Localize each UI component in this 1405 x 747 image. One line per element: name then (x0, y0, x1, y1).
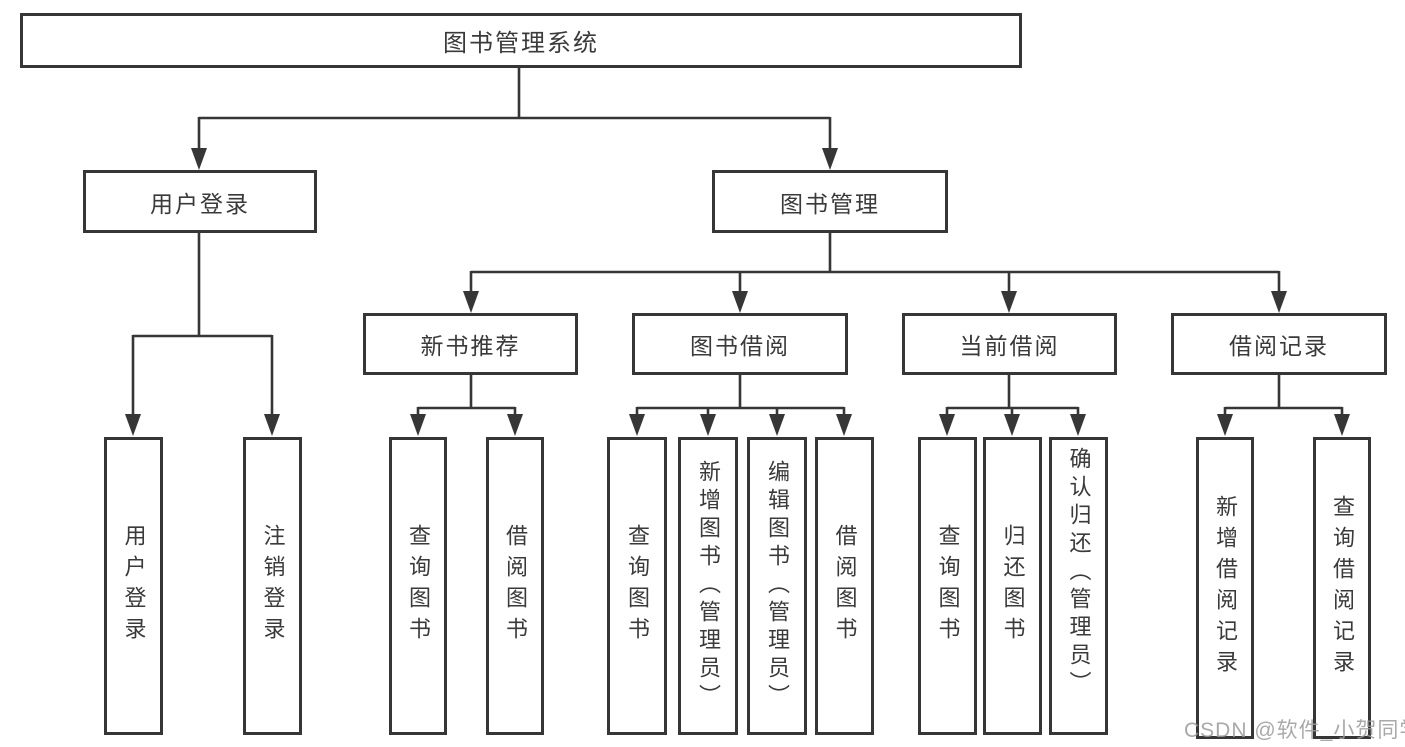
diagram-leaf-confirm-return-admin: 确认归还（管理员） (1049, 437, 1108, 735)
diagram-leaf-query-books-recommend: 查询图书 (389, 437, 447, 735)
diagram-leaf-add-books-admin: 新增图书（管理员） (678, 437, 738, 735)
leaf-label: 查询借阅记录 (1330, 495, 1355, 681)
leaf-label: 确认归还（管理员） (1066, 447, 1092, 699)
leaf-label: 注销登录 (260, 524, 286, 648)
leaf-label: 查询图书 (406, 524, 431, 648)
diagram-leaf-borrow-books: 借阅图书 (815, 437, 874, 735)
diagram-leaf-logout: 注销登录 (243, 437, 302, 735)
leaf-label: 归还图书 (1000, 524, 1026, 648)
diagram-leaf-add-borrow-record: 新增借阅记录 (1196, 437, 1254, 739)
leaf-label: 用户登录 (121, 524, 147, 648)
diagram-leaf-return-books: 归还图书 (983, 437, 1042, 735)
leaf-label: 新增图书（管理员） (696, 460, 721, 712)
diagram-node-current-borrow: 当前借阅 (902, 313, 1117, 375)
leaf-label: 编辑图书（管理员） (765, 460, 790, 712)
diagram-leaf-query-books-borrow: 查询图书 (607, 437, 667, 735)
leaf-label: 新增借阅记录 (1213, 495, 1238, 681)
csdn-watermark: CSDN @软件_小贺同学 (1184, 719, 1405, 742)
leaf-label: 借阅图书 (503, 524, 528, 648)
leaf-label: 查询图书 (625, 524, 650, 648)
diagram-node-book-management: 图书管理 (712, 170, 948, 233)
diagram-leaf-edit-books-admin: 编辑图书（管理员） (747, 437, 807, 735)
diagram-node-user-login: 用户登录 (83, 170, 317, 233)
diagram-leaf-borrow-books-recommend: 借阅图书 (486, 437, 544, 735)
diagram-node-root: 图书管理系统 (20, 13, 1022, 68)
diagram-leaf-user-login: 用户登录 (104, 437, 163, 735)
leaf-label: 查询图书 (935, 524, 961, 648)
diagram-node-new-book-recommend: 新书推荐 (363, 313, 578, 375)
diagram-node-book-borrow: 图书借阅 (632, 313, 848, 375)
diagram-leaf-query-books-current: 查询图书 (918, 437, 977, 735)
diagram-node-borrow-record: 借阅记录 (1171, 313, 1387, 375)
leaf-label: 借阅图书 (832, 524, 858, 648)
diagram-leaf-query-borrow-record: 查询借阅记录 (1313, 437, 1371, 739)
